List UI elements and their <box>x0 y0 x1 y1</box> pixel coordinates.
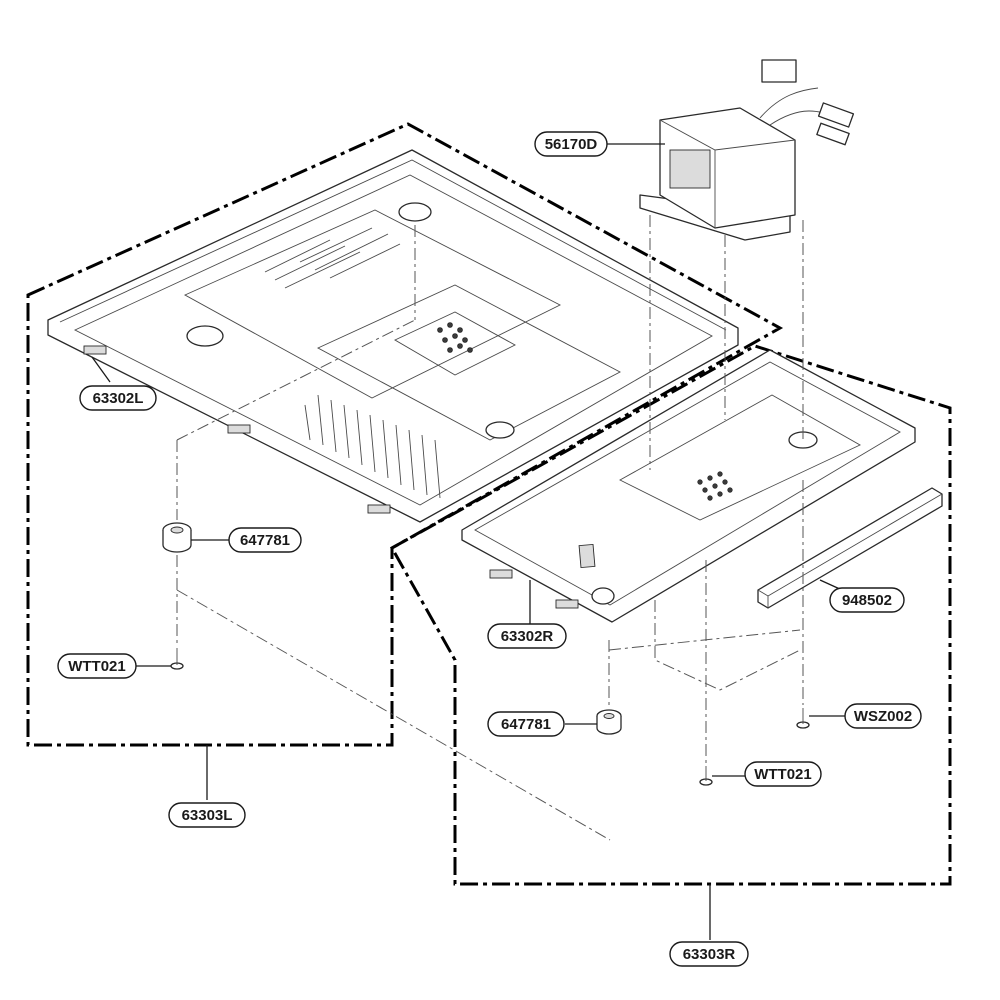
foot-left <box>162 522 192 553</box>
label-assy-left: 63303L <box>168 802 246 828</box>
label-assy-right-text: 63303R <box>683 946 736 963</box>
vent-hole-grid-left <box>437 322 473 353</box>
label-tray-left-text: 63302L <box>93 390 144 407</box>
left-base-tray <box>47 149 739 523</box>
label-screw-right-text: WTT021 <box>754 766 812 783</box>
foot-right <box>596 709 622 735</box>
label-transformer: 56170D <box>534 131 608 157</box>
label-screw-wsz-text: WSZ002 <box>854 708 912 725</box>
assembly-guides <box>176 215 804 841</box>
label-foot-right: 647781 <box>487 711 565 737</box>
vent-slots-upper <box>264 227 401 289</box>
label-screw-left: WTT021 <box>57 653 137 679</box>
label-screw-right: WTT021 <box>744 761 822 787</box>
screw-right <box>699 766 713 786</box>
label-tray-right-text: 63302R <box>501 628 554 645</box>
label-assy-left-text: 63303L <box>182 807 233 824</box>
leader-lines <box>91 143 845 940</box>
label-tray-left: 63302L <box>79 385 157 411</box>
screw-left <box>170 648 184 670</box>
label-assy-right: 63303R <box>669 941 749 967</box>
label-foot-right-text: 647781 <box>501 716 551 733</box>
label-transformer-text: 56170D <box>545 136 598 153</box>
vent-hole-grid-right <box>697 471 733 501</box>
label-screw-wsz: WSZ002 <box>844 703 922 729</box>
label-screw-left-text: WTT021 <box>68 658 126 675</box>
rack-strip <box>757 487 943 609</box>
assembly-boundary-right <box>389 344 952 886</box>
label-tray-right: 63302R <box>487 623 567 649</box>
right-base-tray <box>461 349 916 623</box>
vent-slots-side <box>304 394 441 499</box>
label-rack-strip-text: 948502 <box>842 592 892 609</box>
transformer <box>639 59 855 241</box>
label-foot-left-text: 647781 <box>240 532 290 549</box>
label-rack-strip: 948502 <box>829 587 905 613</box>
screw-wsz <box>796 708 810 729</box>
label-foot-left: 647781 <box>228 527 302 553</box>
